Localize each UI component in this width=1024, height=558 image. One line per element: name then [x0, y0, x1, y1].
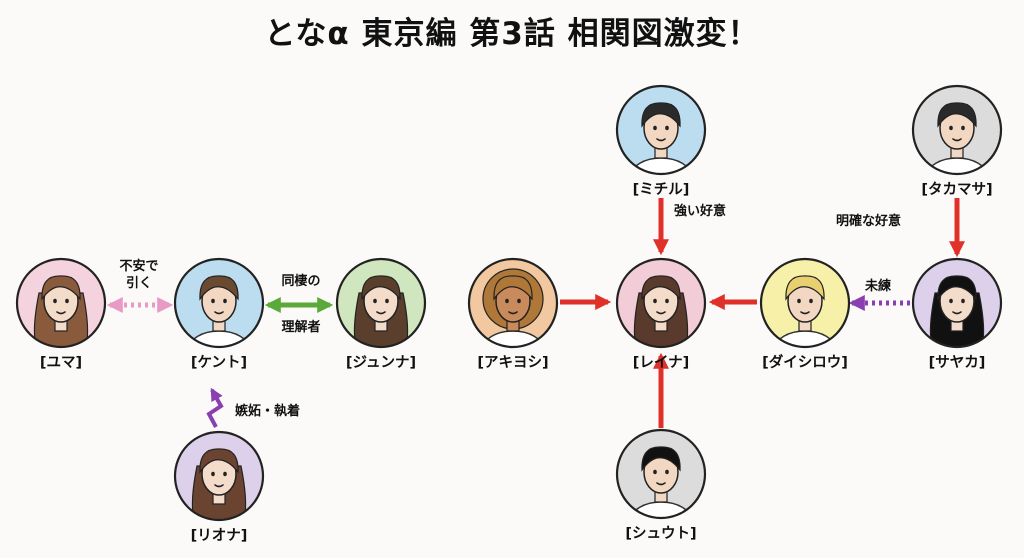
person-riona: [リオナ] [173, 430, 265, 544]
person-michiru: [ミチル] [615, 84, 707, 198]
avatar-portrait [926, 102, 988, 174]
person-reina: [レイナ] [615, 257, 707, 371]
avatar-ring [911, 84, 1003, 176]
avatar-ring [759, 257, 851, 349]
label-yuma-kento-2: 引く [126, 276, 152, 291]
label-kento-junna-top: 同棲の [281, 273, 320, 289]
avatar-ring [615, 84, 707, 176]
person-takamasa: [タカマサ] [911, 84, 1003, 198]
name-label: [リオナ] [191, 527, 248, 544]
avatar-ring [615, 257, 707, 349]
label-michiru-reina: 強い好意 [674, 203, 726, 219]
name-label: [ダイシロウ] [762, 353, 848, 371]
page-title: となα 東京編 第3話 相関図激変！ [264, 16, 760, 52]
edge-riona-kento [206, 387, 224, 428]
avatar-ring [173, 430, 265, 522]
name-label: [アキヨシ] [477, 355, 548, 371]
avatar-portrait [350, 275, 412, 347]
avatar-ring [173, 257, 265, 349]
person-sayaka: [サヤカ] [911, 257, 1003, 371]
label-yuma-kento-1: 不安で [119, 258, 158, 274]
label-sayaka-daishirou: 未練 [864, 278, 891, 294]
name-label: [ユマ] [40, 355, 82, 371]
name-label: [サヤカ] [929, 354, 986, 371]
avatar-portrait [188, 275, 250, 347]
name-label: [レイナ] [633, 354, 689, 371]
avatar-portrait [482, 268, 544, 347]
person-akiyoshi: [アキヨシ] [467, 257, 559, 371]
avatar-portrait [926, 275, 988, 347]
avatar-portrait [188, 448, 250, 520]
person-daishirou: [ダイシロウ] [759, 257, 851, 371]
name-label: [ミチル] [633, 181, 690, 198]
avatar-ring [15, 257, 107, 349]
avatar-portrait [774, 275, 836, 347]
avatar-ring [911, 257, 1003, 349]
avatar-ring [335, 257, 427, 349]
label-kento-junna-bottom: 理解者 [281, 319, 320, 335]
name-label: [タカマサ] [921, 181, 992, 198]
label-riona-kento: 嫉妬・執着 [235, 403, 300, 419]
avatar-ring [467, 257, 559, 349]
person-junna: [ジュンナ] [335, 257, 427, 371]
person-shuuto: [シュウト] [615, 428, 707, 542]
name-label: [ジュンナ] [346, 354, 416, 371]
avatar-portrait [630, 275, 692, 347]
avatar-portrait [30, 275, 92, 347]
name-label: [シュウト] [625, 525, 696, 542]
name-label: [ケント] [191, 354, 247, 371]
person-kento: [ケント] [173, 257, 265, 371]
avatar-ring [615, 428, 707, 520]
avatar-portrait [630, 446, 692, 518]
avatar-portrait [630, 102, 692, 174]
label-takamasa-sayaka: 明確な好意 [836, 213, 901, 229]
person-yuma: [ユマ] [15, 257, 107, 371]
